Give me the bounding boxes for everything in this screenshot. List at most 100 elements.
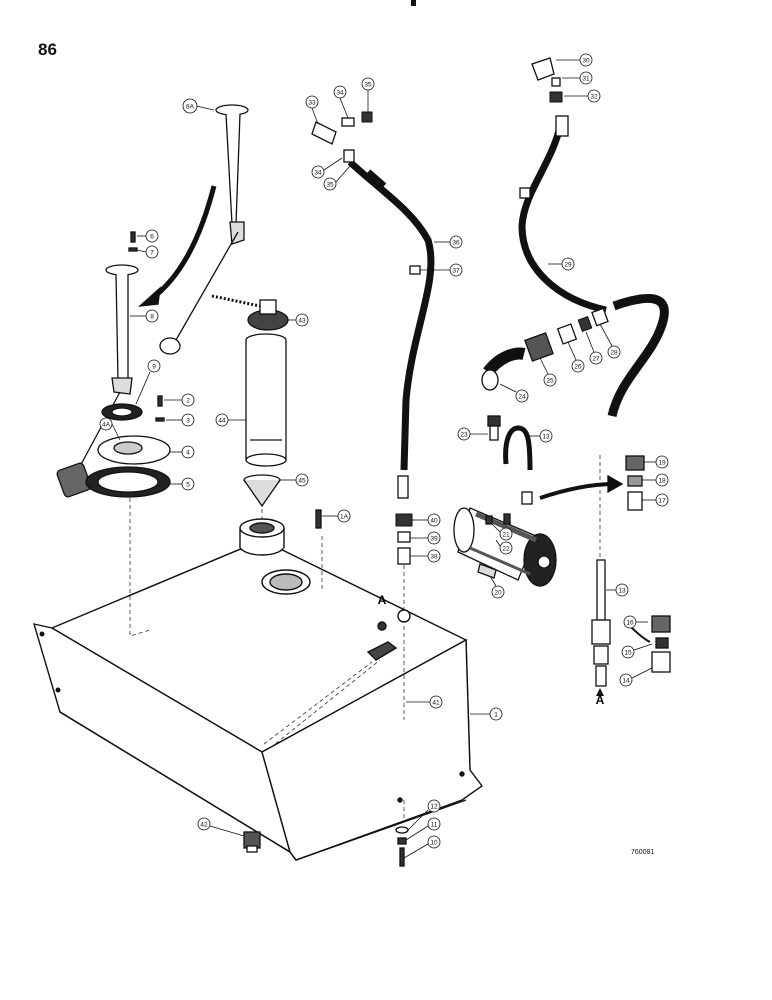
callout-8: 8 [130,309,159,323]
callout-18: 18 [642,473,669,487]
callout-1: 1 [470,707,503,721]
callout-32: 32 [564,89,601,103]
fuel-line-right [481,57,669,418]
svg-text:11: 11 [431,822,438,829]
svg-text:10: 10 [430,840,438,847]
fuel-tank [32,518,483,861]
callout-21: 21 [491,523,513,541]
callout-31: 31 [562,71,593,85]
callout-38: 38 [410,549,441,563]
fuel-line-center [311,111,435,565]
callout-24: 24 [499,383,529,403]
svg-text:9: 9 [152,364,156,371]
svg-text:31: 31 [582,76,590,83]
svg-text:1: 1 [494,712,498,719]
svg-text:26: 26 [574,364,582,371]
callout-35-top: 35 [361,77,375,112]
callout-34-top: 34 [333,85,349,119]
callout-41: 41 [406,695,443,709]
top-edge-mark [411,0,416,6]
svg-text:23: 23 [460,432,468,439]
callout-5: 5 [170,477,195,491]
svg-text:6: 6 [150,234,154,241]
callout-25: 25 [539,357,557,387]
callout-27: 27 [585,331,603,365]
svg-text:39: 39 [430,536,438,543]
callout-1A: 1A [322,509,351,523]
svg-text:5: 5 [186,482,190,489]
svg-text:4: 4 [186,450,190,457]
callout-15: 15 [621,643,653,659]
reference-letter-A-tank: A [378,593,387,607]
svg-text:1A: 1A [340,514,349,521]
svg-text:28: 28 [610,350,618,357]
callout-34-bottom: 34 [311,157,343,179]
svg-text:8: 8 [150,314,154,321]
callout-9: 9 [135,359,161,405]
svg-text:35: 35 [326,182,334,189]
svg-text:4A: 4A [102,422,111,429]
callout-23: 23 [457,427,488,441]
arrow-icon [596,688,604,696]
callout-13-bottom: 13 [606,583,629,597]
callout-2: 2 [164,393,195,407]
filler-neck-parts [211,294,322,529]
svg-text:18: 18 [658,478,666,485]
svg-text:13: 13 [542,434,550,441]
callout-37: 37 [420,263,463,277]
callout-13-top: 13 [528,429,553,443]
tube-and-fittings [591,559,671,687]
svg-text:17: 17 [658,498,666,505]
callout-labels: 8A 6 7 8 9 2 3 4A 4 5 33 34 35 34 35 36 … [99,53,669,859]
callout-3: 3 [166,413,195,427]
svg-text:8A: 8A [186,104,195,111]
svg-text:41: 41 [432,700,440,707]
callout-40: 40 [412,513,441,527]
callout-45: 45 [280,473,309,487]
svg-text:16: 16 [626,620,634,627]
svg-text:38: 38 [430,554,438,561]
callout-30: 30 [556,53,593,67]
svg-text:36: 36 [452,240,460,247]
svg-text:21: 21 [502,532,510,539]
callout-10: 10 [403,835,441,859]
svg-text:29: 29 [564,262,572,269]
callout-42: 42 [197,817,245,837]
svg-text:3: 3 [186,418,190,425]
callout-26: 26 [567,341,585,373]
svg-text:24: 24 [518,394,526,401]
svg-text:35: 35 [364,82,372,89]
svg-text:7: 7 [150,250,154,257]
callout-39: 39 [410,531,441,545]
callout-7: 7 [136,245,159,259]
svg-text:22: 22 [502,546,510,553]
svg-text:42: 42 [200,822,208,829]
callout-14: 14 [619,667,653,687]
fuel-pump-assembly [453,415,645,587]
svg-text:2: 2 [186,398,190,405]
svg-text:13: 13 [618,588,626,595]
callout-4: 4 [170,445,195,459]
callout-17: 17 [642,493,669,507]
callout-35-bottom: 35 [323,165,351,191]
callout-16: 16 [623,615,648,629]
svg-text:32: 32 [590,94,598,101]
svg-text:44: 44 [218,418,226,425]
fuel-sender-assembly [56,104,249,498]
svg-text:33: 33 [308,100,316,107]
callout-44: 44 [215,413,246,427]
drain-plug-and-bolts [243,826,409,867]
callout-22: 22 [495,539,513,555]
page-number: 86 [38,40,57,59]
svg-text:37: 37 [452,268,460,275]
svg-text:19: 19 [658,460,666,467]
callout-28: 28 [599,323,621,359]
svg-text:30: 30 [582,58,590,65]
callout-43: 43 [288,313,309,327]
svg-text:40: 40 [430,518,438,525]
callout-33: 33 [305,95,319,125]
reference-letter-A-tube: A [596,693,605,707]
callout-29: 29 [548,257,575,271]
callout-19: 19 [644,455,669,469]
